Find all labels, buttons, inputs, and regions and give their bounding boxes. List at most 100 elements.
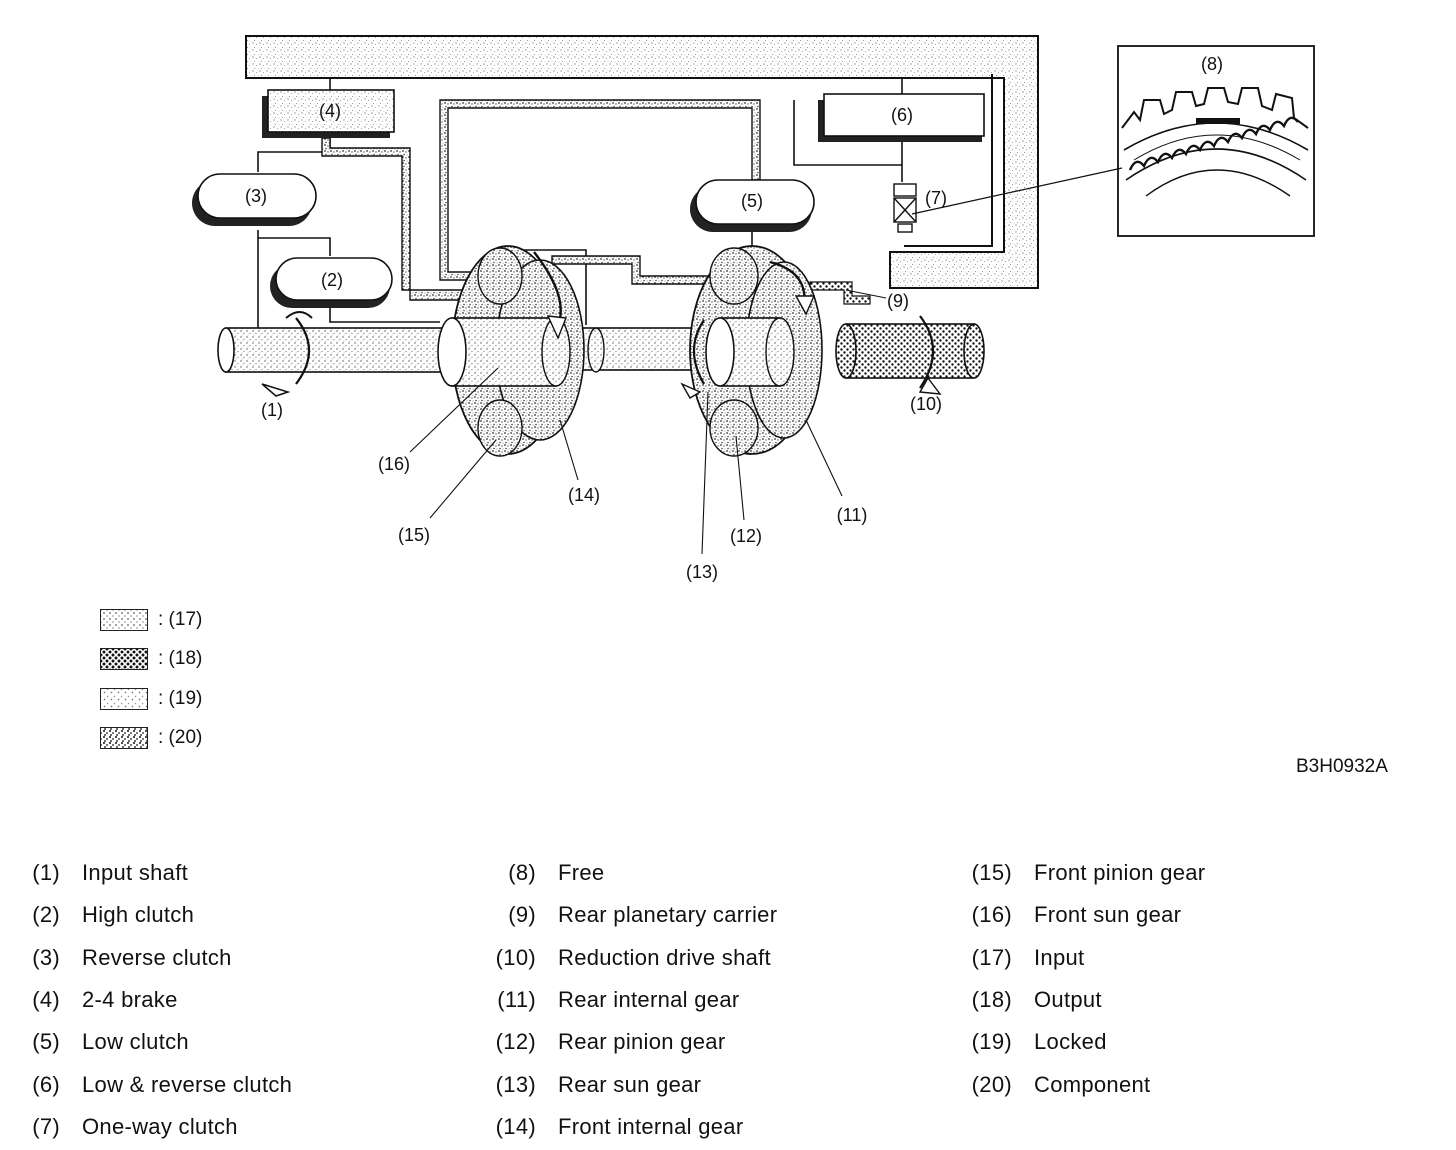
callout-11: (11) — [837, 505, 868, 525]
part-name: Component — [1034, 1071, 1151, 1097]
part-row: (18) Output — [956, 979, 1205, 1021]
part-number: (14) — [495, 1113, 536, 1139]
high-clutch-pill — [270, 257, 393, 308]
part-number: (4) — [32, 987, 60, 1013]
part-name: Locked — [1034, 1029, 1107, 1055]
front-planetary-set — [437, 245, 605, 457]
reverse-clutch-pill — [192, 173, 317, 226]
part-row: (6) Low & reverse clutch — [26, 1063, 292, 1105]
legend-row-component: : (20) — [100, 719, 202, 759]
part-name: Front pinion gear — [1034, 860, 1206, 886]
part-name: Input shaft — [82, 860, 189, 886]
part-row: (12) Rear pinion gear — [480, 1021, 777, 1063]
part-row: (11) Rear internal gear — [480, 979, 777, 1021]
low-clutch-pill — [690, 179, 815, 232]
housing-frame — [245, 35, 1039, 289]
part-number: (6) — [32, 1071, 60, 1097]
callout-8: (8) — [1201, 54, 1223, 74]
part-row: (4) 2-4 brake — [26, 979, 292, 1021]
legend-row-output: : (18) — [100, 640, 202, 680]
part-number: (16) — [971, 902, 1012, 928]
part-name: Front internal gear — [558, 1113, 744, 1139]
legend-label-component: : (20) — [158, 727, 203, 749]
part-row: (14) Front internal gear — [480, 1106, 777, 1148]
part-name: Low & reverse clutch — [82, 1071, 293, 1097]
part-name: Reverse clutch — [82, 944, 232, 970]
callout-6: (6) — [891, 105, 913, 125]
legend-label-output: : (18) — [158, 648, 203, 670]
part-name: Output — [1034, 987, 1102, 1013]
callout-10: (10) — [910, 394, 942, 414]
legend-row-input: : (17) — [100, 600, 202, 640]
part-name: Low clutch — [82, 1029, 189, 1055]
callout-4: (4) — [319, 101, 341, 121]
part-number: (5) — [32, 1029, 60, 1055]
callout-7: (7) — [925, 188, 947, 208]
part-number: (12) — [495, 1029, 536, 1055]
callout-1: (1) — [261, 400, 283, 420]
legend: : (17) : (18) : (19) : (20) — [100, 600, 202, 758]
one-way-clutch-inset — [1117, 45, 1315, 237]
part-name: Rear internal gear — [558, 987, 740, 1013]
part-number: (8) — [508, 860, 536, 886]
part-row: (9) Rear planetary carrier — [480, 894, 777, 936]
reduction-drive-shaft — [835, 315, 985, 395]
part-number: (20) — [971, 1071, 1012, 1097]
part-number: (9) — [508, 902, 536, 928]
part-row: (15) Front pinion gear — [956, 852, 1205, 894]
legend-swatch-locked — [100, 687, 148, 710]
part-row: (10) Reduction drive shaft — [480, 937, 777, 979]
part-number: (17) — [971, 944, 1012, 970]
part-name: Rear planetary carrier — [558, 902, 778, 928]
callout-14: (14) — [568, 485, 600, 505]
part-number: (2) — [32, 902, 60, 928]
part-number: (7) — [32, 1113, 60, 1139]
brake-2-4-block — [262, 89, 395, 138]
callout-5: (5) — [741, 191, 763, 211]
legend-swatch-component — [100, 727, 148, 750]
low-reverse-clutch-block — [818, 93, 985, 142]
part-row: (19) Locked — [956, 1021, 1205, 1063]
part-number: (13) — [495, 1071, 536, 1097]
part-number: (10) — [495, 944, 536, 970]
part-row: (7) One-way clutch — [26, 1106, 292, 1148]
part-name: Reduction drive shaft — [558, 944, 771, 970]
part-number: (1) — [32, 860, 60, 886]
part-row: (17)Input — [956, 937, 1205, 979]
legend-row-locked: : (19) — [100, 679, 202, 719]
legend-label-locked: : (19) — [158, 687, 203, 709]
part-name: Rear pinion gear — [558, 1029, 726, 1055]
callout-3: (3) — [245, 186, 267, 206]
one-way-clutch-symbol — [893, 183, 917, 233]
callout-15: (15) — [398, 525, 430, 545]
leader-lines — [409, 289, 887, 555]
part-number: (11) — [497, 987, 536, 1013]
rear-planetary-set — [680, 245, 823, 457]
part-name: Rear sun gear — [558, 1071, 702, 1097]
part-row: (8) Free — [480, 852, 777, 894]
part-number: (3) — [32, 944, 60, 970]
part-number: (19) — [971, 1029, 1012, 1055]
callout-12: (12) — [730, 526, 762, 546]
part-name: Front sun gear — [1034, 902, 1182, 928]
part-row: (20) Component — [956, 1063, 1205, 1105]
part-name: Free — [558, 860, 605, 886]
parts-column-3: (15) Front pinion gear (16) Front sun gear… — [956, 852, 1205, 1106]
legend-swatch-input — [100, 608, 148, 631]
part-row: (2)High clutch — [26, 894, 292, 936]
part-number: (18) — [971, 987, 1012, 1013]
parts-column-2: (8) Free (9) Rear planetary carrier (10) Re… — [480, 852, 777, 1148]
parts-column-1: (1) Input shaft (2)High clutch (3) Reverse… — [26, 852, 292, 1148]
inset-leader-line — [911, 167, 1123, 215]
callout-labels: (1) (2) (3) (4) (5) (6) (7) (8) (9) (10)… — [245, 54, 1223, 582]
figure-code: B3H0932A — [1296, 756, 1388, 777]
part-row: (16) Front sun gear — [956, 894, 1205, 936]
legend-swatch-output — [100, 648, 148, 671]
part-row: (13) Rear sun gear — [480, 1063, 777, 1105]
part-number: (15) — [971, 860, 1012, 886]
power-flow-diagram: (1) (2) (3) (4) (5) (6) (7) (8) (9) (10)… — [192, 35, 1315, 582]
callout-13: (13) — [686, 562, 718, 582]
part-name: 2-4 brake — [82, 987, 178, 1013]
part-row: (3) Reverse clutch — [26, 937, 292, 979]
part-name: One-way clutch — [82, 1113, 238, 1139]
